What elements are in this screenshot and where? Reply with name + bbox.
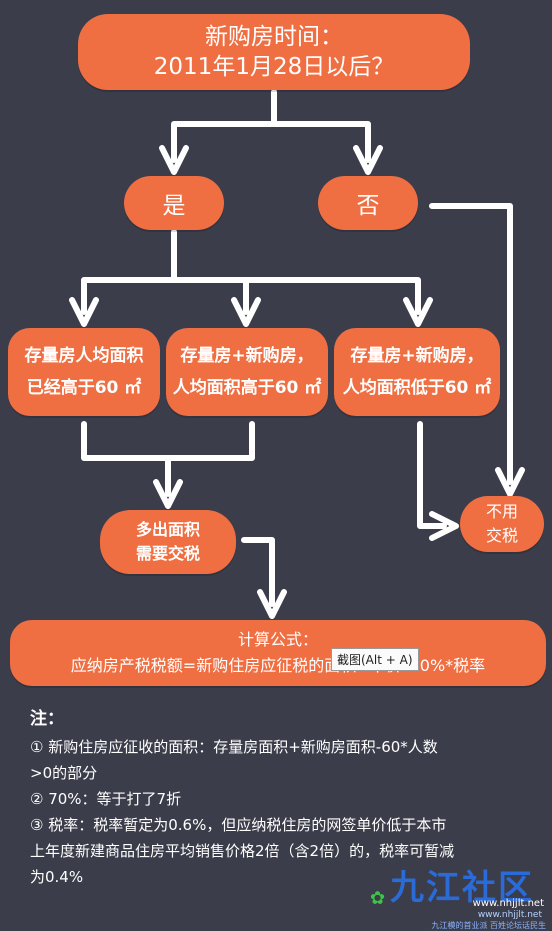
condition-a-line2: 已经高于60 ㎡	[26, 378, 142, 398]
arrow-to-yes	[159, 121, 277, 175]
formula-text: 应纳房产税税额=新购住房应征税的面积×单价*70%*税率	[70, 656, 486, 675]
condition-c-line1: 存量房+新购房，	[350, 346, 484, 366]
note-line: ③ 税率：税率暂定为0.6%，但应纳税住房的网签单价低于本市	[30, 816, 447, 834]
condition-a-line1: 存量房人均面积	[24, 346, 144, 366]
note-line: 为0.4%	[30, 868, 84, 886]
extra-area-line1: 多出面积	[135, 520, 200, 539]
watermark-url-secondary: www.nhjjlt.net	[477, 910, 542, 920]
arrow-merge-ab	[81, 421, 255, 461]
extra-area-line2: 需要交税	[135, 544, 200, 563]
note-line: ① 新购住房应征收的面积：存量房面积+新购房面积-60*人数	[30, 738, 438, 756]
condition-c-line2: 人均面积低于60 ㎡	[342, 378, 492, 398]
condition-existing-above-60: 存量房人均面积 已经高于60 ㎡	[8, 328, 160, 416]
arrow-to-cond-a	[69, 277, 177, 327]
notes-section: 注： ① 新购住房应征收的面积：存量房面积+新购房面积-60*人数 >0的部分 …	[30, 706, 540, 890]
yes-label: 是	[162, 193, 186, 219]
no-tax-line2: 交税	[485, 526, 518, 545]
condition-combined-below-60: 存量房+新购房， 人均面积低于60 ㎡	[334, 328, 500, 416]
condition-b-line1: 存量房+新购房，	[180, 346, 314, 366]
arrow-to-cond-c	[171, 277, 433, 327]
formula-title: 计算公式：	[237, 630, 318, 649]
watermark-slogan: 九江模的首业派 百姓论坛话民生	[431, 921, 546, 930]
question-line1: 新购房时间：	[205, 24, 343, 50]
note-line: ② 70%：等于打了7折	[30, 790, 182, 808]
watermark-logo: 九江社区	[390, 868, 534, 908]
watermark-url: www.nhjjlt.net	[472, 898, 544, 909]
flower-icon: ✿	[370, 888, 386, 909]
formula-box: 计算公式： 应纳房产税税额=新购住房应征税的面积×单价*70%*税率	[10, 620, 546, 686]
question-box: 新购房时间： 2011年1月28日以后？	[78, 14, 470, 90]
arrow-to-cond-b	[171, 277, 261, 327]
arrow-cond-c-to-notax	[417, 421, 459, 541]
no-tax-line1: 不用	[485, 502, 518, 521]
notes-title: 注：	[30, 709, 64, 729]
yes-box: 是	[124, 176, 224, 230]
screenshot-tooltip: 截图(Alt + A)	[331, 648, 419, 671]
question-line2: 2011年1月28日以后？	[153, 54, 395, 80]
note-line: >0的部分	[30, 764, 98, 782]
arrow-no-to-notax	[429, 203, 525, 497]
note-line: 上年度新建商品住房平均销售价格2倍（含2倍）的，税率可暂减	[30, 842, 455, 860]
no-tax-box: 不用 交税	[460, 496, 544, 552]
arrow-extra-to-formula	[241, 537, 287, 619]
arrow-to-no	[271, 121, 383, 175]
no-label: 否	[356, 193, 380, 219]
condition-combined-above-60: 存量房+新购房， 人均面积高于60 ㎡	[166, 328, 328, 416]
extra-area-taxed-box: 多出面积 需要交税	[100, 510, 236, 574]
condition-b-line2: 人均面积高于60 ㎡	[172, 378, 322, 398]
no-box: 否	[318, 176, 418, 230]
watermark: ✿ 九江社区 www.nhjjlt.net www.nhjjlt.net 九江模…	[370, 860, 550, 930]
